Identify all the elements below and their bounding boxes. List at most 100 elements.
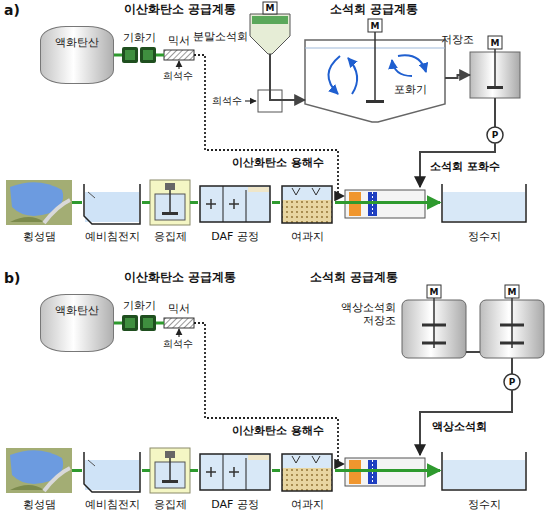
gasifier: 기화기 (122, 47, 156, 63)
caption-box: 액상소석회 저장조 (334, 301, 396, 327)
filter: 여과지 (280, 448, 335, 493)
co2-tank: 액화탄산 (40, 294, 114, 352)
equipment-symbol: M (491, 37, 500, 48)
panel-letter: b) (4, 270, 20, 287)
water-pipe (190, 201, 198, 204)
panel-letter: a) (4, 2, 20, 19)
caption-box: 여과지 (291, 230, 324, 243)
label-text: M (491, 37, 500, 47)
node-label: 분말소석회 (193, 30, 248, 43)
node-label: 포화기 (394, 83, 427, 96)
annotation: 소석회 공급계통 (330, 3, 418, 17)
liquid-lime-system (433, 298, 435, 348)
label-text: 이산화탄소 용해수 (232, 156, 324, 169)
water-pipe (72, 469, 82, 472)
liquid-lime-system (511, 298, 513, 348)
label-text: 액상소석회 (432, 420, 487, 433)
caption-box: 기화기 (123, 299, 156, 312)
liquid-lime-system (422, 325, 524, 343)
node-label: 믹서 (168, 34, 190, 47)
water-pipe (156, 54, 164, 57)
caption-box: 예비침전지 (85, 230, 140, 243)
label-text: a) (4, 2, 20, 18)
coagulant-box: 응집제 (150, 448, 190, 493)
lime-pipe (270, 54, 305, 100)
label-text: M (508, 286, 517, 296)
label-text: 희석수 (163, 338, 193, 349)
lime-saturator-system (328, 56, 340, 94)
liquid-lime-system (427, 285, 441, 298)
caption-box: 예비침전지 (85, 498, 140, 511)
mixer: 믹서 (164, 318, 194, 328)
annotation: 소석회 포화수 (430, 160, 500, 173)
lime-saturator-system (494, 49, 496, 88)
water-pipe (114, 54, 122, 57)
caption-box: DAF 공정 (211, 230, 259, 243)
dam: 횡성댐 (6, 180, 72, 225)
caption-box: 포화기 (394, 83, 427, 96)
caption-box: 액화탄산 (55, 36, 99, 49)
caption-box: 액화탄산 (55, 304, 99, 317)
dam: 횡성댐 (6, 448, 72, 493)
node-label: 기화기 (123, 31, 156, 44)
equipment-symbol: P (509, 377, 516, 388)
caption-box: 횡성댐 (23, 230, 56, 243)
node-label: 응집제 (154, 498, 187, 511)
sedimentation-basin: 예비침전지 (82, 448, 142, 493)
caption-box: 기화기 (123, 31, 156, 44)
label-text: 소석회 공급계통 (310, 270, 398, 284)
node-label: 액화탄산 (55, 36, 99, 49)
label-text: P (492, 130, 499, 140)
lime-pipe (445, 75, 470, 78)
water-pipe (335, 469, 440, 472)
liquid-lime-system (466, 351, 480, 353)
node-label: 액화탄산 (55, 304, 99, 317)
node-label: DAF 공정 (211, 230, 259, 243)
lime-saturator-system (368, 19, 382, 32)
liquid-lime-system (504, 374, 520, 390)
lime-saturator-system (398, 55, 426, 72)
annotation: 이산화탄소 공급계통 (124, 271, 236, 285)
water-pipe (272, 201, 280, 204)
gasifier: 기화기 (122, 315, 156, 331)
label-text: P (509, 377, 516, 387)
caption-box: 분말소석회 (193, 30, 248, 43)
lime-saturator-system (374, 32, 376, 102)
annotation: 희석수 (163, 70, 193, 82)
storage-tank: 저장조 (470, 52, 520, 98)
equipment-symbol: M (266, 3, 275, 14)
label-text: 소석회 공급계통 (330, 2, 418, 16)
mixer: 믹서 (164, 50, 194, 60)
label-text: M (430, 286, 439, 296)
lime-saturator-system (488, 36, 502, 49)
filter: 여과지 (280, 180, 335, 225)
sedimentation-basin: 예비침전지 (82, 180, 142, 225)
annotation: 소석회 공급계통 (310, 271, 398, 285)
label-text: 희석수 (163, 70, 193, 81)
lime-saturator-system (348, 58, 357, 94)
liquid-lime-system (511, 358, 513, 374)
caption-box: 횡성댐 (23, 498, 56, 511)
lime-saturator-system (366, 100, 384, 103)
node-label: 횡성댐 (23, 498, 56, 511)
node-label: 여과지 (291, 498, 324, 511)
coagulant-box: 응집제 (150, 180, 190, 225)
node-label: 정수지 (468, 230, 501, 243)
saturator: 포화기 (305, 34, 445, 122)
annotation: 이산화탄소 용해수 (232, 424, 324, 437)
node-label: 저장조 (441, 33, 474, 46)
water-pipe (156, 322, 164, 325)
water-pipe (272, 469, 280, 472)
node-label: 믹서 (168, 302, 190, 315)
equipment-symbol: M (430, 286, 439, 297)
node-label: 응집제 (154, 230, 187, 243)
liquid-lime-system (505, 285, 519, 298)
lime-saturator-system (487, 127, 503, 143)
lime-saturator-system (263, 2, 277, 14)
node-label: 기화기 (123, 299, 156, 312)
lime-hopper: 분말소석회 (250, 14, 290, 54)
node-label: 여과지 (291, 230, 324, 243)
node-label: 액상소석회 저장조 (341, 301, 396, 327)
